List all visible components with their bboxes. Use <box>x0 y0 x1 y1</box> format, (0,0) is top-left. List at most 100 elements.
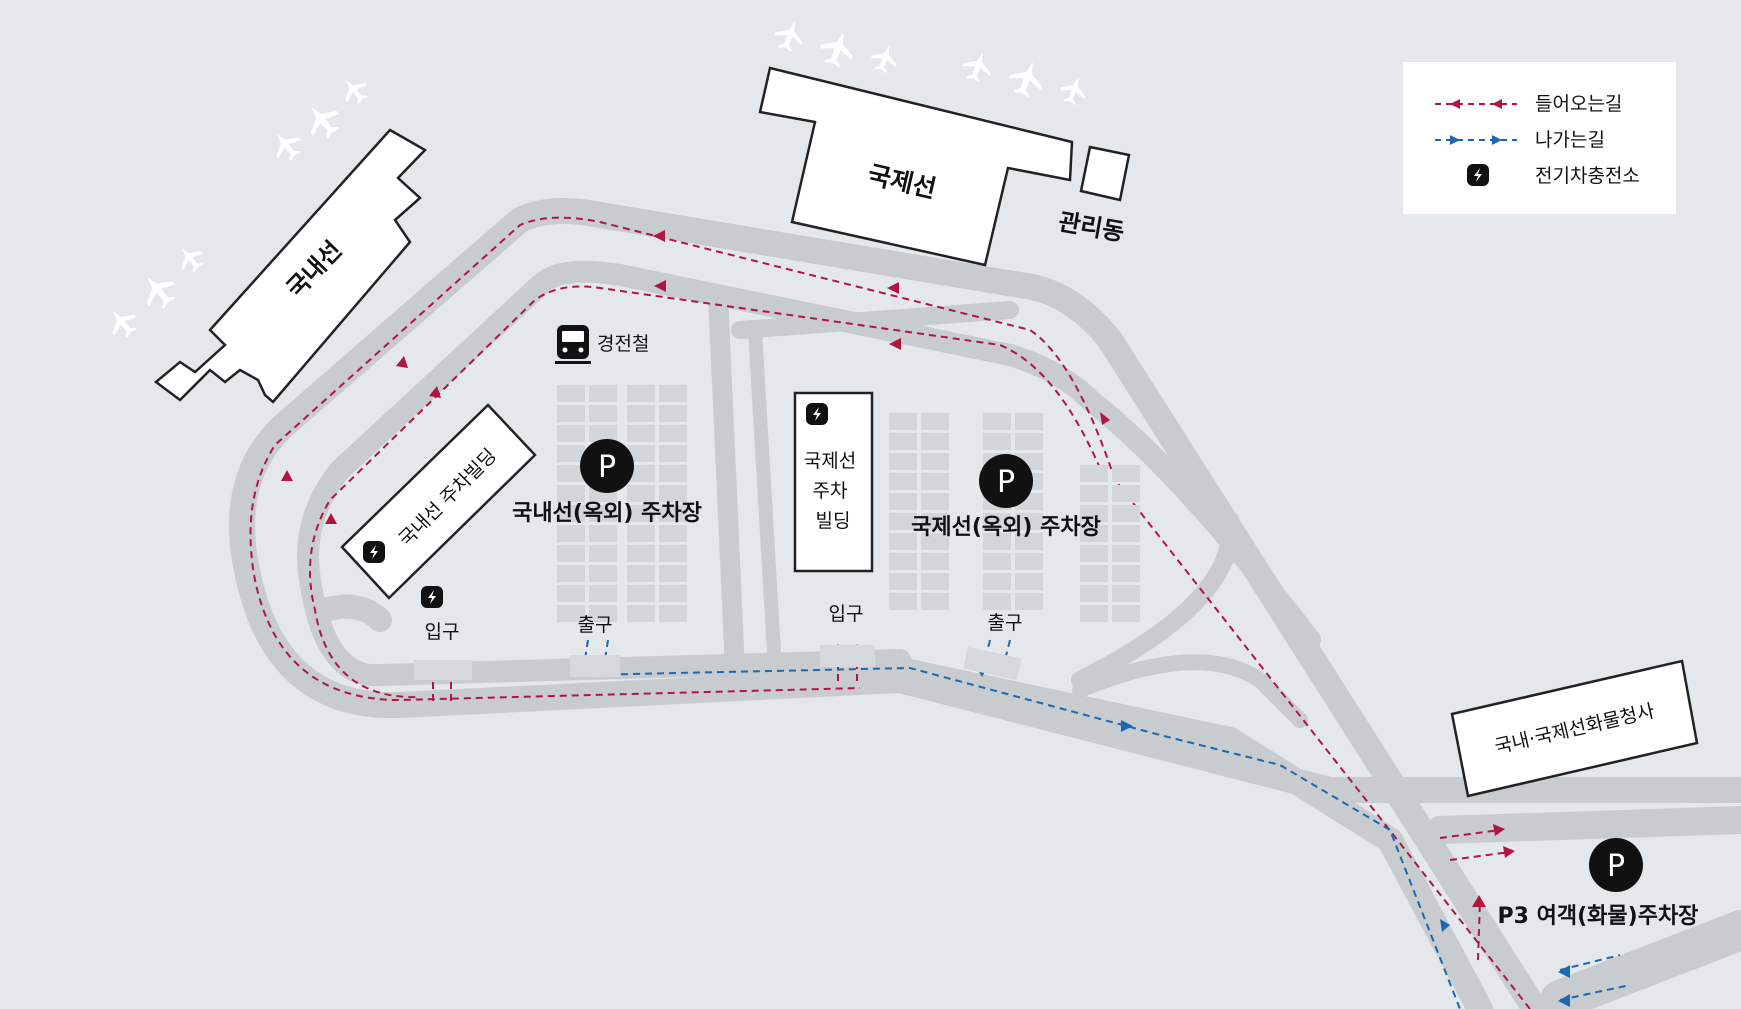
parking-slot <box>589 425 617 442</box>
intl-parking-building-line2: 주차 <box>812 480 847 502</box>
parking-slot <box>659 385 687 402</box>
domestic-exit-label: 출구 <box>578 614 613 636</box>
parking-slot <box>627 525 655 542</box>
parking-slot <box>659 445 687 462</box>
parking-slot <box>589 585 617 602</box>
parking-slot <box>1112 605 1140 622</box>
parking-slot <box>1080 525 1108 542</box>
parking-slot <box>557 565 585 582</box>
parking-slot <box>889 593 917 610</box>
parking-slot <box>557 385 585 402</box>
ev-charger-icon <box>363 541 385 563</box>
parking-slot <box>889 453 917 470</box>
parking-slot <box>889 473 917 490</box>
parking-slot <box>1015 413 1043 430</box>
domestic-entrance-label: 입구 <box>425 621 460 643</box>
cargo-terminal: 국내·국제선화물청사 <box>1450 659 1699 798</box>
parking-slot <box>627 565 655 582</box>
parking-slot <box>557 525 585 542</box>
legend-incoming-label: 들어오는길 <box>1535 93 1622 115</box>
legend-ev-label: 전기차충전소 <box>1535 165 1640 187</box>
parking-slot <box>627 445 655 462</box>
parking-slot <box>1080 585 1108 602</box>
parking-slot <box>1015 433 1043 450</box>
parking-slot <box>589 405 617 422</box>
parking-slot <box>921 593 949 610</box>
parking-icon: P <box>598 450 616 485</box>
parking-slot <box>889 413 917 430</box>
parking-slot <box>627 465 655 482</box>
domestic-outdoor-parking-label: 국내선(옥외) 주차장 <box>512 501 702 526</box>
parking-slot <box>589 385 617 402</box>
parking-slot <box>659 565 687 582</box>
legend-ev: 전기차충전소 <box>1467 164 1640 187</box>
parking-slot <box>1080 505 1108 522</box>
domestic-terminal: 국내선 <box>153 128 428 404</box>
parking-slot <box>983 593 1011 610</box>
parking-slot <box>921 453 949 470</box>
parking-slot <box>1112 505 1140 522</box>
parking-slot <box>889 513 917 530</box>
parking-slot <box>983 513 1011 530</box>
legend-incoming: 들어오는길 <box>1435 93 1622 115</box>
parking-slot <box>921 433 949 450</box>
parking-slot <box>627 385 655 402</box>
ev-charger-icon <box>806 403 828 425</box>
admin-building: 관리동 <box>1056 145 1131 247</box>
parking-slot <box>589 565 617 582</box>
parking-slot <box>921 573 949 590</box>
parking-slot <box>921 473 949 490</box>
parking-slot <box>557 545 585 562</box>
light-rail-label: 경전철 <box>597 333 649 355</box>
parking-slot <box>921 553 949 570</box>
parking-slot <box>1112 465 1140 482</box>
admin-building-label: 관리동 <box>1056 208 1126 247</box>
parking-slot <box>1015 553 1043 570</box>
parking-slot <box>1080 465 1108 482</box>
parking-icon: P <box>997 465 1015 500</box>
parking-slot <box>921 513 949 530</box>
parking-slot <box>659 485 687 502</box>
road-network <box>229 198 1741 1009</box>
parking-slot <box>1112 525 1140 542</box>
parking-slot <box>589 505 617 522</box>
domestic-outdoor-parking: P 국내선(옥외) 주차장 <box>512 439 702 526</box>
parking-slot <box>983 553 1011 570</box>
parking-slot <box>983 433 1011 450</box>
international-outdoor-parking: P 국제선(옥외) 주차장 <box>911 454 1101 540</box>
train-icon <box>555 325 591 364</box>
parking-slot <box>627 605 655 622</box>
parking-slot <box>889 573 917 590</box>
international-exit-label: 출구 <box>988 612 1023 634</box>
parking-slot <box>589 545 617 562</box>
parking-slot <box>1112 565 1140 582</box>
international-parking-building: 국제선 주차 빌딩 <box>793 391 874 573</box>
parking-slot <box>659 505 687 522</box>
parking-icon: P <box>1607 849 1625 884</box>
international-outdoor-parking-label: 국제선(옥외) 주차장 <box>911 515 1101 540</box>
parking-slot <box>1015 573 1043 590</box>
gate-markers <box>414 645 1022 680</box>
domestic-parking-slots <box>557 385 687 622</box>
parking-slot <box>1112 585 1140 602</box>
parking-slot <box>921 493 949 510</box>
parking-slot <box>557 465 585 482</box>
parking-slot <box>557 505 585 522</box>
parking-slot <box>1015 593 1043 610</box>
parking-slot <box>1080 605 1108 622</box>
parking-slot <box>983 533 1011 550</box>
parking-slot <box>1080 545 1108 562</box>
parking-slot <box>659 605 687 622</box>
parking-slot <box>557 405 585 422</box>
parking-slot <box>659 405 687 422</box>
ev-charger-icon <box>421 586 443 608</box>
parking-slot <box>557 485 585 502</box>
parking-slot <box>1015 513 1043 530</box>
parking-slot <box>1112 545 1140 562</box>
parking-slot <box>1015 533 1043 550</box>
parking-slot <box>589 525 617 542</box>
ev-charger-icon <box>1467 164 1489 186</box>
parking-slot <box>659 585 687 602</box>
parking-slot <box>889 533 917 550</box>
